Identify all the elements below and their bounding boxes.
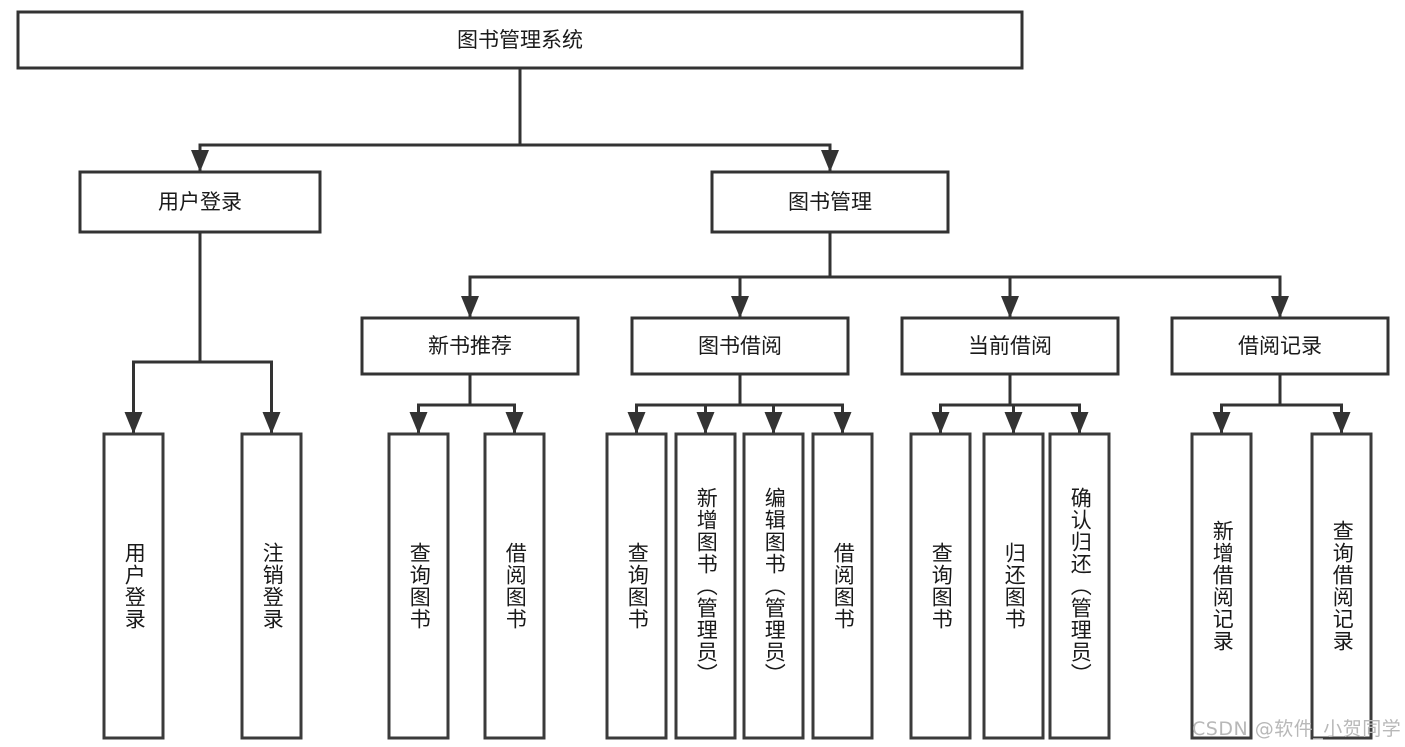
node-box-user-login <box>78 170 322 234</box>
node-box-leaf-query-book-current <box>909 432 972 740</box>
arrow-head <box>696 412 715 434</box>
node-box-leaf-logout <box>240 432 303 740</box>
arrow-head <box>764 412 783 434</box>
node-box-root <box>16 10 1024 70</box>
node-label-current-borrow: 当前借阅 <box>968 334 1052 358</box>
node-label-book-borrow: 图书借阅 <box>698 334 782 358</box>
node-box-leaf-return-book <box>982 432 1045 740</box>
arrow-head <box>505 412 524 434</box>
node-label-borrow-records: 借阅记录 <box>1238 334 1322 358</box>
node-box-leaf-add-book-admin <box>674 432 737 740</box>
node-label-new-book-recommend: 新书推荐 <box>428 334 512 358</box>
node-box-leaf-confirm-return-admin <box>1048 432 1111 740</box>
node-box-leaf-user-login <box>102 432 165 740</box>
arrow-head <box>731 296 749 318</box>
node-label-root: 图书管理系统 <box>457 28 583 52</box>
arrow-head <box>1212 412 1231 434</box>
arrow-head <box>409 412 428 434</box>
arrow-head <box>833 412 852 434</box>
node-label-user-login: 用户登录 <box>158 190 242 214</box>
node-box-book-management <box>710 170 950 234</box>
node-label-book-management: 图书管理 <box>788 190 872 214</box>
node-box-borrow-records <box>1170 316 1390 376</box>
node-box-current-borrow <box>900 316 1120 376</box>
arrow-head <box>262 412 281 434</box>
arrow-head <box>124 412 143 434</box>
arrow-head <box>1271 296 1289 318</box>
arrow-head <box>191 150 209 172</box>
arrow-head <box>931 412 950 434</box>
watermark: CSDN @软件_小贺同学 <box>1192 718 1402 740</box>
node-box-leaf-add-borrow-record <box>1190 432 1253 740</box>
node-box-leaf-query-book-new <box>387 432 450 740</box>
arrow-head <box>461 296 479 318</box>
arrow-head <box>1070 412 1089 434</box>
node-box-leaf-query-borrow-record <box>1310 432 1373 740</box>
arrow-head <box>1004 412 1023 434</box>
arrow-head <box>1332 412 1351 434</box>
arrow-head <box>627 412 646 434</box>
node-box-new-book-recommend <box>360 316 580 376</box>
arrow-head <box>1001 296 1019 318</box>
node-box-leaf-query-book-borrow <box>605 432 668 740</box>
node-box-leaf-borrow-book-new <box>483 432 546 740</box>
arrow-head <box>821 150 839 172</box>
connector-layer <box>124 66 1351 436</box>
node-box-book-borrow <box>630 316 850 376</box>
node-box-leaf-borrow-book <box>811 432 874 740</box>
box-layer <box>16 10 1390 740</box>
node-box-leaf-edit-book-admin <box>742 432 805 740</box>
